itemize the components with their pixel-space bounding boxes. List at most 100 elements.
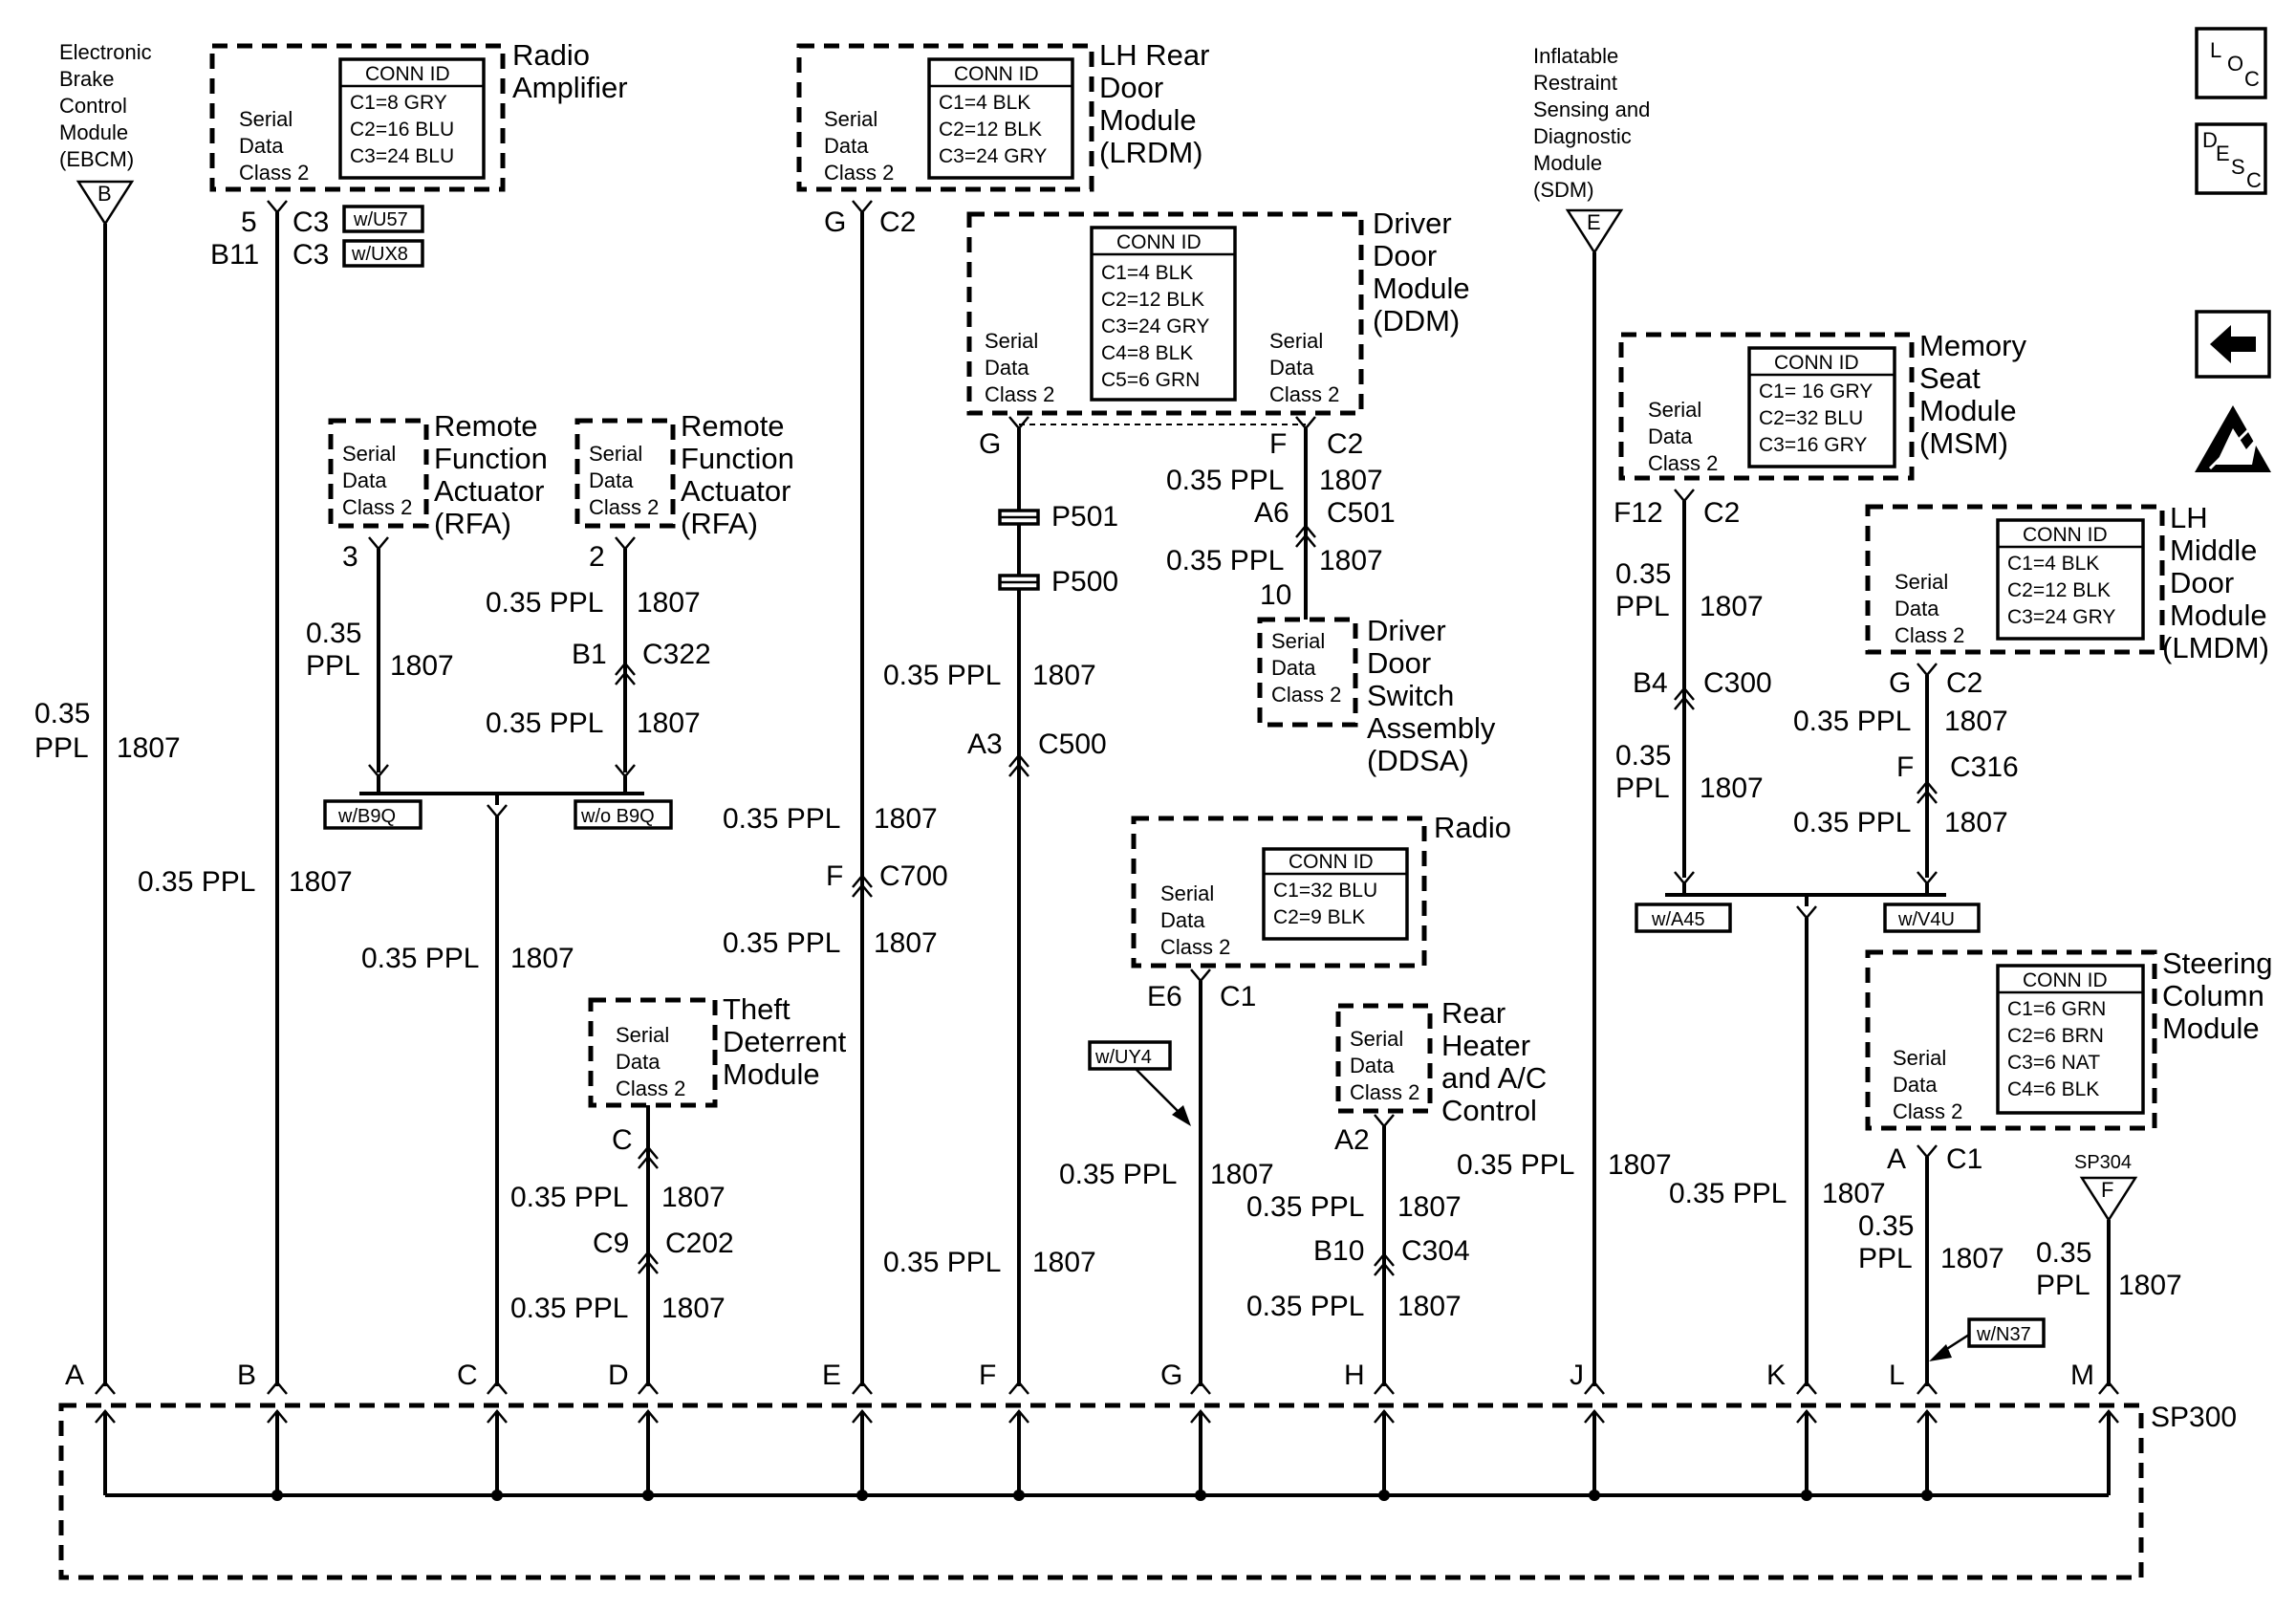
ddm-serial-left-3: Class 2 bbox=[985, 382, 1054, 406]
radio-amplifier-outline bbox=[209, 43, 506, 192]
back-arrow-icon-shape bbox=[2210, 325, 2256, 363]
loc-icon[interactable]: L O C bbox=[2195, 27, 2267, 99]
ddsa-module[interactable]: Serial Data Class 2 Driver Door Switch A… bbox=[1257, 614, 1496, 777]
wire-rfa-1-color: PPL bbox=[306, 650, 360, 682]
steering-column-serial-2: Data bbox=[1893, 1073, 1938, 1097]
sp300-pin-j[interactable]: J bbox=[1570, 1360, 1605, 1501]
ddm-name-1: Driver bbox=[1373, 207, 1452, 240]
ddm-conn-id-table bbox=[1090, 226, 1237, 402]
lrdm-connector: C2 bbox=[879, 207, 916, 238]
sp300-splice-dot-f bbox=[1013, 1490, 1025, 1501]
desc-icon-letter-3: S bbox=[2231, 155, 2245, 179]
lmdm-conn-3: C3=24 GRY bbox=[2007, 606, 2115, 628]
sp304-reference-triangle[interactable] bbox=[2079, 1176, 2138, 1223]
radio-pin: E6 bbox=[1147, 981, 1182, 1012]
sp300-pin-k[interactable]: K bbox=[1766, 1360, 1817, 1501]
steering-column-module[interactable]: Serial Data Class 2 CONN ID C1=6 GRN C2=… bbox=[1865, 946, 2272, 1131]
rear-hvac-pin-symbol bbox=[1374, 1114, 1395, 1128]
connector-c304-label: C304 bbox=[1401, 1235, 1470, 1267]
sp300-pin-a[interactable]: A bbox=[65, 1360, 116, 1495]
msm-conn-1: C1= 16 GRY bbox=[1759, 381, 1873, 402]
sdm-module[interactable]: Inflatable Restraint Sensing and Diagnos… bbox=[1533, 44, 1650, 255]
rfa-1-serial-2: Data bbox=[342, 468, 387, 492]
rear-hvac-control-module[interactable]: Serial Data Class 2 Rear Heater and A/C … bbox=[1335, 996, 1547, 1127]
rfa-1-serial-1: Serial bbox=[342, 442, 396, 466]
radio-amplifier-module[interactable]: Serial Data Class 2 CONN ID C1=8 GRY C2=… bbox=[209, 38, 628, 192]
steering-column-conn-id-table bbox=[1996, 964, 2145, 1115]
sp300-pin-m[interactable]: M bbox=[2070, 1360, 2119, 1495]
connector-c316-symbol bbox=[1917, 780, 1938, 804]
ebcm-module[interactable]: Electronic Brake Control Module (EBCM) B bbox=[59, 40, 152, 227]
rfa-2-serial-3: Class 2 bbox=[589, 495, 659, 519]
connector-c501-label: C501 bbox=[1327, 497, 1396, 529]
sp300-pin-e[interactable]: E bbox=[822, 1360, 873, 1501]
lmdm-conn-id-table bbox=[1996, 518, 2145, 641]
wire-g-circuit: 1807 bbox=[1210, 1159, 1274, 1190]
sp300-pin-label-a: A bbox=[65, 1360, 84, 1391]
sp304-reference-label: F bbox=[2101, 1178, 2113, 1202]
wire-rfa-2-circuit-1: 1807 bbox=[637, 587, 701, 619]
ddm-module[interactable]: Serial Data Class 2 CONN ID C1=4 BLK C2=… bbox=[966, 207, 1470, 416]
sdm-reference-label: E bbox=[1587, 210, 1601, 234]
sp300-splice-pack[interactable]: SP300 bbox=[58, 1402, 2237, 1580]
option-n37-arrow-head bbox=[1929, 1344, 1952, 1361]
sp300-pin-f[interactable]: F bbox=[979, 1360, 1029, 1501]
connector-p500-label: P500 bbox=[1051, 566, 1118, 598]
back-arrow-icon[interactable] bbox=[2195, 310, 2271, 379]
lrdm-module[interactable]: Serial Data Class 2 CONN ID C1=4 BLK C2=… bbox=[796, 38, 1209, 192]
sp300-pin-label-c: C bbox=[457, 1360, 478, 1391]
msm-conn-id-table bbox=[1747, 346, 1896, 468]
lrdm-name-1: LH Rear bbox=[1099, 38, 1209, 72]
sp300-splice-dot-e bbox=[856, 1490, 868, 1501]
sp300-pin-g[interactable]: G bbox=[1160, 1360, 1211, 1501]
theft-deterrent-module[interactable]: Serial Data Class 2 Theft Deterrent Modu… bbox=[588, 992, 847, 1108]
option-tag-no-b9q bbox=[574, 799, 673, 830]
sp300-pin-d[interactable]: D bbox=[608, 1360, 659, 1501]
msm-serial-3: Class 2 bbox=[1648, 451, 1718, 475]
rfa-2-module[interactable]: Serial Data Class 2 Remote Function Actu… bbox=[574, 409, 794, 540]
connector-c300-symbol bbox=[1674, 686, 1695, 710]
rfa-1-name-1: Remote bbox=[434, 409, 538, 443]
lmdm-name-5: (LMDM) bbox=[2162, 631, 2269, 664]
sp300-pin-b[interactable]: B bbox=[237, 1360, 288, 1501]
wire-rfa-2-size-color-1: 0.35 PPL bbox=[486, 587, 603, 619]
wire-h-circuit-2: 1807 bbox=[1397, 1291, 1462, 1322]
sp300-pin-l[interactable]: L bbox=[1889, 1360, 1938, 1501]
ddsa-name-5: (DDSA) bbox=[1367, 744, 1469, 777]
wire-m-size: 0.35 bbox=[2036, 1237, 2091, 1269]
ddm-serial-right-2: Data bbox=[1269, 356, 1314, 380]
sp300-splice-dot-h bbox=[1378, 1490, 1390, 1501]
steering-column-serial-1: Serial bbox=[1893, 1046, 1946, 1070]
sp300-pin-h[interactable]: H bbox=[1344, 1360, 1395, 1501]
wire-m-circuit: 1807 bbox=[2118, 1270, 2182, 1301]
steering-column-name-1: Steering bbox=[2162, 946, 2272, 980]
ddm-serial-left-2: Data bbox=[985, 356, 1029, 380]
sp300-pin-label-g: G bbox=[1160, 1360, 1182, 1391]
radio-serial-3: Class 2 bbox=[1160, 935, 1230, 959]
rfa-1-name-4: (RFA) bbox=[434, 507, 511, 540]
sp300-pin-terminal-top-g bbox=[1190, 1381, 1211, 1395]
wire-c-circuit: 1807 bbox=[510, 943, 574, 974]
rfa-1-name-2: Function bbox=[434, 442, 548, 475]
sp300-pin-c[interactable]: C bbox=[457, 1360, 508, 1501]
msm-module[interactable]: Serial Data Class 2 CONN ID C1= 16 GRY C… bbox=[1618, 329, 2026, 481]
radio-conn-id-table bbox=[1262, 847, 1409, 941]
radio-conn-1: C1=32 BLU bbox=[1273, 880, 1377, 902]
rfa-bus-splice-symbol bbox=[487, 804, 508, 818]
rfa-1-module[interactable]: Serial Data Class 2 Remote Function Actu… bbox=[328, 409, 548, 540]
lmdm-module[interactable]: Serial Data Class 2 CONN ID C1=4 BLK C2=… bbox=[1865, 501, 2269, 664]
theft-deterrent-name-1: Theft bbox=[723, 992, 791, 1026]
connector-c322-symbol bbox=[615, 662, 636, 685]
msm-serial-1: Serial bbox=[1648, 398, 1701, 422]
radio-connector: C1 bbox=[1220, 981, 1256, 1012]
wire-msm-size-2: 0.35 bbox=[1615, 740, 1671, 772]
ddm-pin-right: F bbox=[1269, 428, 1287, 460]
lmdm-pin: G bbox=[1889, 667, 1911, 699]
desc-icon[interactable]: D E S C bbox=[2195, 122, 2267, 195]
lmdm-serial-2: Data bbox=[1895, 597, 1939, 620]
radio-module[interactable]: Serial Data Class 2 CONN ID C1=32 BLU C2… bbox=[1131, 811, 1511, 968]
ddm-conn-4: C4=8 BLK bbox=[1101, 342, 1193, 364]
wire-l-size: 0.35 bbox=[1858, 1210, 1914, 1242]
radio-amplifier-serial-2: Data bbox=[239, 134, 284, 158]
rfa-1-name-3: Actuator bbox=[434, 474, 544, 508]
